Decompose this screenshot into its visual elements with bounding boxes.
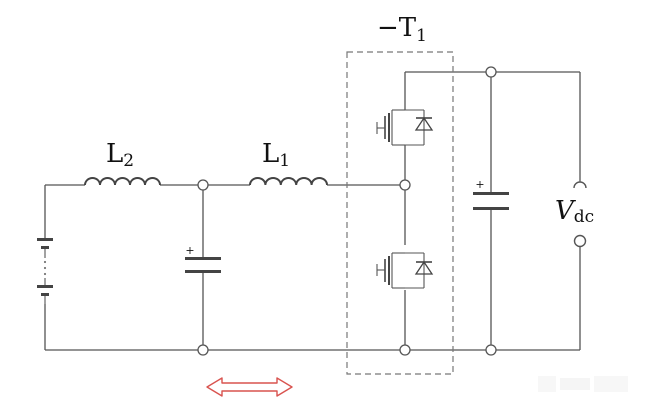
- bidirectional-arrow-icon: [206, 377, 293, 397]
- label-t1-sub: 1: [416, 26, 427, 46]
- label-vdc: Vdc: [555, 196, 594, 227]
- igbt-lower-icon: [376, 252, 434, 289]
- battery-icon: [37, 238, 53, 304]
- label-l1: L1: [262, 139, 290, 171]
- label-vdc-sub: dc: [574, 207, 594, 227]
- label-l2-sub: 2: [123, 151, 134, 171]
- inductor-l2-icon: [84, 177, 161, 186]
- label-l2: L2: [106, 139, 134, 171]
- label-t1-main: −T: [377, 13, 417, 43]
- dc-link-polarity: +: [475, 178, 484, 191]
- label-t1: −T1: [377, 13, 427, 46]
- watermark-blur: [538, 376, 628, 392]
- igbt-upper-icon: [376, 109, 434, 146]
- dc-link-capacitor-icon: [473, 192, 509, 210]
- label-l2-main: L: [106, 139, 123, 169]
- wiring: [44, 71, 581, 351]
- label-vdc-main: V: [555, 196, 576, 226]
- inductor-l1-icon: [249, 177, 328, 186]
- t1-module-box: [346, 51, 454, 375]
- capacitor-polarity: +: [185, 244, 194, 257]
- label-l1-sub: 1: [279, 151, 290, 171]
- vdc-terminal-icon: [573, 181, 587, 248]
- label-l1-main: L: [262, 139, 279, 169]
- junction-nodes: [197, 66, 497, 356]
- capacitor-icon: [185, 257, 221, 273]
